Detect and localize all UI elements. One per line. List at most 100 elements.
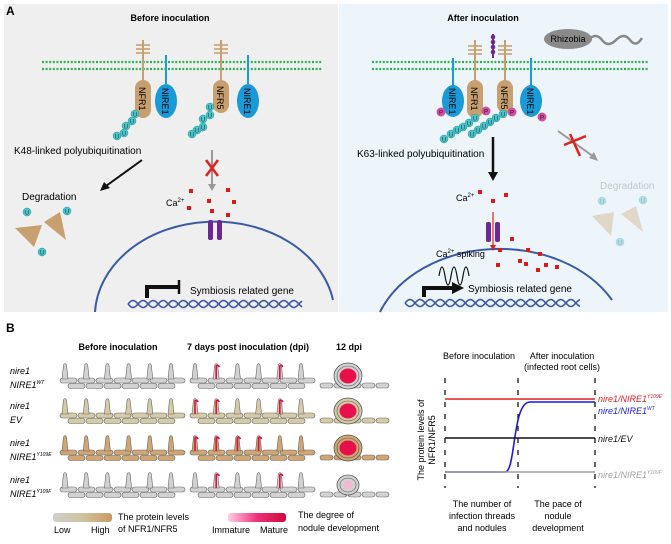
calcium-ion <box>498 248 502 252</box>
protein-gradient-bar <box>53 513 112 522</box>
calcium-spiking-label: Ca2+ spiking <box>436 249 485 259</box>
ubiquitin-icon <box>467 129 477 139</box>
ubiquitin-icon <box>615 237 625 247</box>
ubiquitin-label: U <box>130 120 134 126</box>
phosphate-icon <box>436 107 446 117</box>
ubiquitin-icon <box>127 116 137 126</box>
root-epidermis <box>189 435 316 461</box>
root-hair <box>167 435 175 452</box>
genotype-line1: nire1 <box>10 401 30 411</box>
root-epidermis <box>59 363 186 389</box>
ubiquitin-icon <box>470 113 480 123</box>
root-epidermis <box>59 435 186 461</box>
dna-helix <box>127 299 303 309</box>
phosphate-icon <box>481 106 491 116</box>
ubiquitin-label: U <box>488 121 492 127</box>
nod-factor <box>490 34 496 58</box>
ubiquitin-icon <box>498 109 508 119</box>
calcium-ion <box>210 209 214 213</box>
protein-level-schematic: Before inoculation After inoculation (in… <box>416 351 663 533</box>
root-hair <box>82 363 90 380</box>
infection-thread <box>194 399 199 414</box>
degradation-label-faded: Degradation <box>600 181 654 192</box>
genotype-line1: nire1 <box>10 438 30 448</box>
nodule <box>319 397 390 425</box>
calcium-ion <box>524 262 528 266</box>
ubiquitin-label: U <box>65 210 69 216</box>
calcium-influx-arrow <box>490 212 496 251</box>
ubiquitin-label: U <box>25 211 29 217</box>
root-hair <box>61 435 69 452</box>
k48-label: K48-linked polyubiquitination <box>14 146 141 157</box>
root-hair <box>297 363 305 380</box>
ubiquitin-icon <box>446 129 456 139</box>
ubiquitin-icon <box>464 118 474 128</box>
bottom-left-text: infection threads <box>449 511 516 521</box>
phosphate-label: P <box>510 111 514 117</box>
root-hair <box>82 472 90 489</box>
ubiquitin-icon <box>205 110 215 120</box>
activation-arrow <box>488 137 498 181</box>
legend-low: Low <box>54 525 71 535</box>
panel-after-bg <box>339 4 668 312</box>
nucleus <box>94 220 334 313</box>
ubiquitin-label: U <box>201 118 205 124</box>
nodule <box>319 362 390 390</box>
rhizobia-label: Rhizobia <box>550 34 585 44</box>
calcium-ion <box>504 193 508 197</box>
infection-thread <box>279 473 284 488</box>
infection-thread <box>215 399 220 414</box>
ubiquitin-icon <box>479 121 489 131</box>
legend-high: High <box>91 525 110 535</box>
ubiquitin-label: U <box>600 200 604 206</box>
ubiquitin-label: U <box>476 129 480 135</box>
infection-thread <box>279 364 284 379</box>
ubiquitin-label: U <box>133 113 137 119</box>
calcium-ion <box>478 190 482 194</box>
ubiquitin-icon <box>187 129 197 139</box>
root-hair <box>167 398 175 415</box>
infection-thread <box>257 436 263 451</box>
root-hair <box>104 363 111 380</box>
calcium-ion <box>555 265 559 269</box>
y-axis-label: NFR1/NFR5 <box>427 415 437 465</box>
nire1-label: NIRE1 <box>447 88 457 115</box>
calcium-ion <box>518 259 522 263</box>
calcium-ion <box>232 200 236 204</box>
before-inoculation-diagram: Before inoculation NFR1 NIRE1 NFR5 NIRE1… <box>14 13 334 313</box>
spiking-wave <box>438 266 470 286</box>
column-header: 12 dpi <box>336 342 362 352</box>
root-hair <box>297 398 305 415</box>
ubiquitin-label: U <box>473 117 477 123</box>
root-hair <box>82 435 90 452</box>
root-hair <box>297 435 305 452</box>
root-epidermis <box>189 363 316 389</box>
ubiquitin-label: U <box>195 129 199 135</box>
legend-immature: Immature <box>212 525 250 535</box>
ubiquitin-icon <box>638 195 648 205</box>
calcium-ion <box>207 199 211 203</box>
arrow-to-degradation <box>100 159 143 191</box>
ubiquitin-label: U <box>124 125 128 131</box>
series-label: nire1/EV <box>598 434 634 444</box>
root-epidermis <box>189 472 316 498</box>
gene-label: Symbiosis related gene <box>190 286 294 297</box>
nire1-protein: NIRE1 <box>520 58 542 117</box>
legend-protein-text: of NFR1/NFR5 <box>118 524 178 534</box>
bottom-left-text: The number of <box>453 499 512 509</box>
y-axis-label: The protein levels of <box>416 399 426 481</box>
infection-thread <box>194 436 199 451</box>
calcium-ion <box>496 263 500 267</box>
ubiquitin-label: U <box>208 114 212 120</box>
series-curves: nire1/NIRE1Y109Enire1/NIRE1WTnire1/EVnir… <box>445 394 663 480</box>
inhibition-symbol <box>145 280 181 298</box>
root-hair <box>146 472 154 489</box>
nfr5-receptor: NFR5 <box>213 40 229 113</box>
nucleus <box>379 247 613 313</box>
